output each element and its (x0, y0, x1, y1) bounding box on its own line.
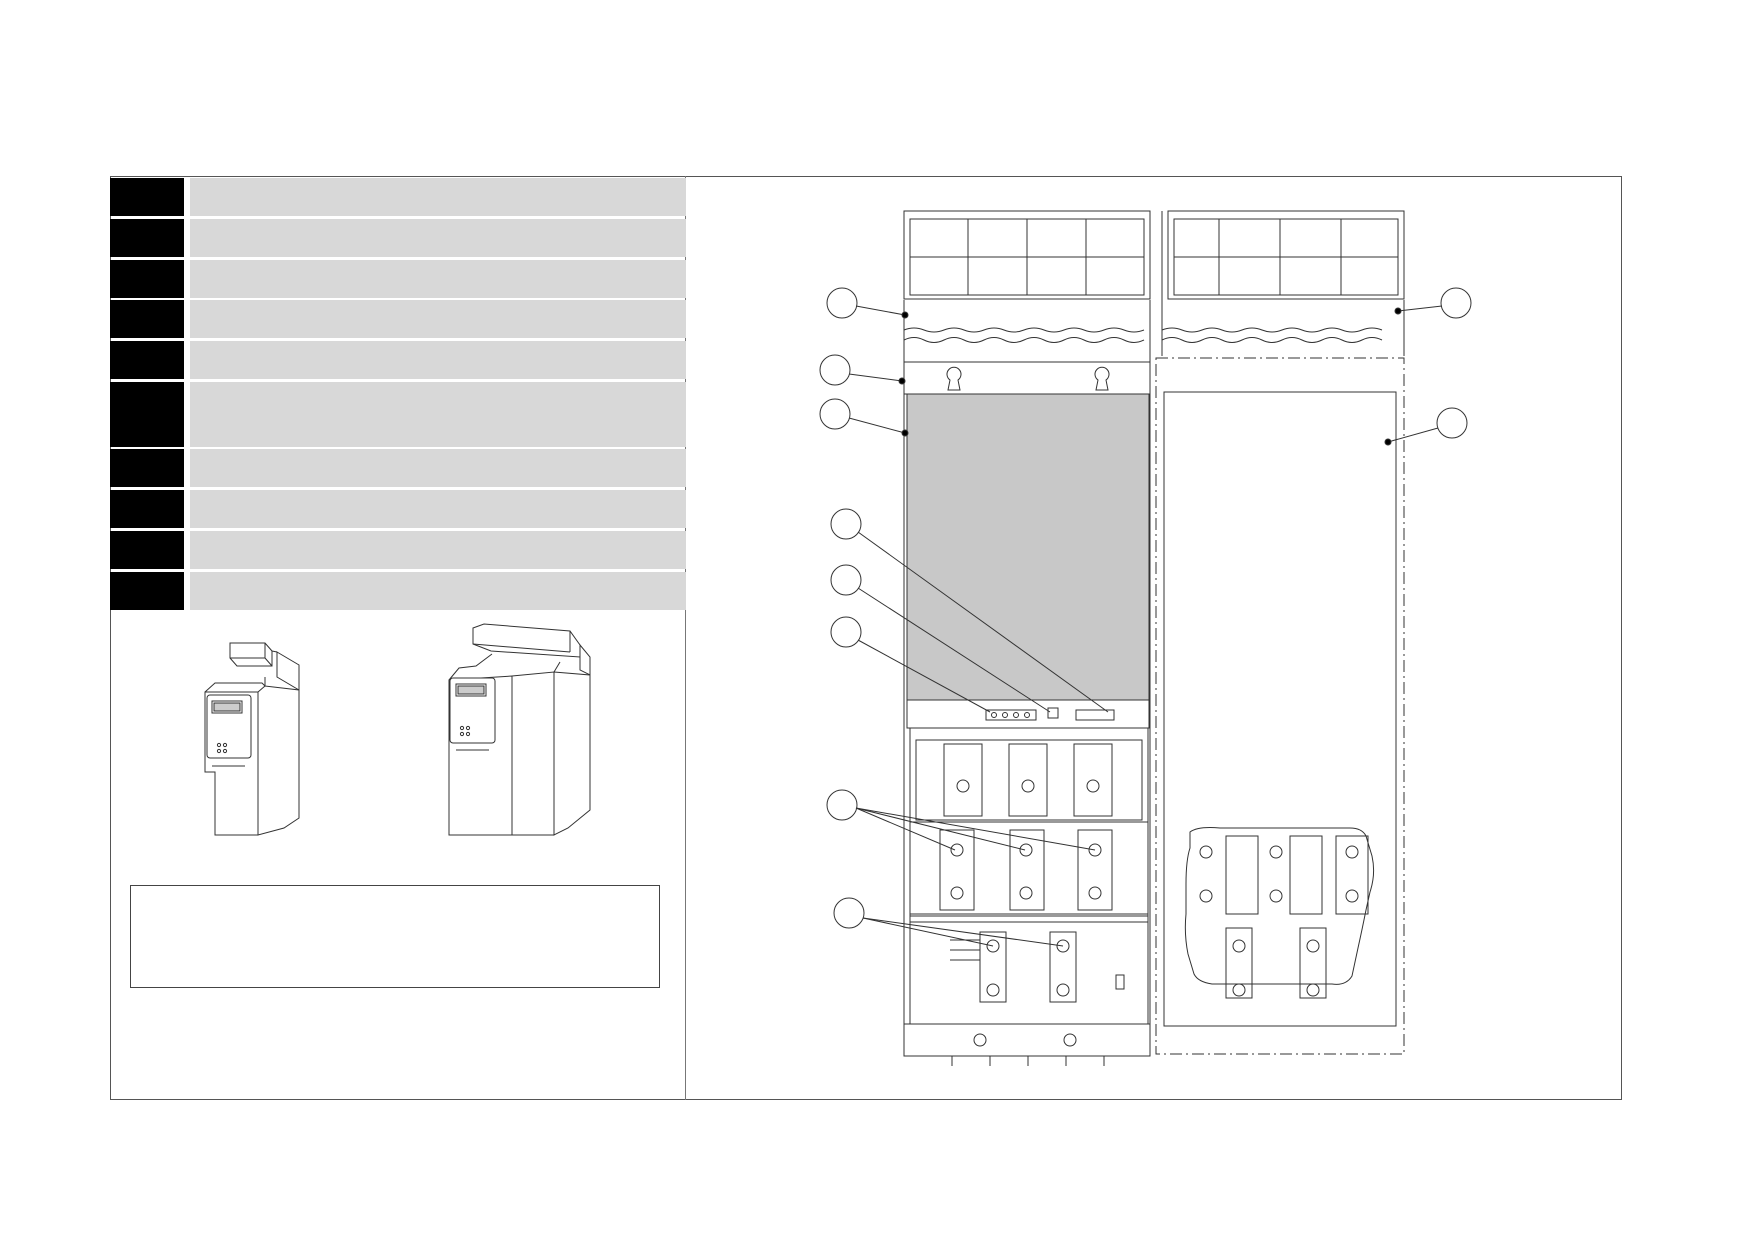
legend-text (190, 382, 686, 447)
legend-num (110, 490, 184, 528)
legend-text (190, 572, 686, 610)
legend-row-3 (110, 260, 686, 298)
legend-text (190, 300, 686, 338)
legend-text (190, 260, 686, 298)
legend-row-1 (110, 178, 686, 216)
cabinet-side-view (1155, 357, 1405, 1055)
legend-num (110, 300, 184, 338)
legend-num (110, 260, 184, 298)
legend-text (190, 341, 686, 379)
legend-row-2 (110, 219, 686, 257)
drive-unit-large-illustration (448, 623, 591, 836)
legend-row-8 (110, 490, 686, 528)
legend-num (110, 341, 184, 379)
drive-unit-small-illustration (204, 642, 300, 836)
legend-text (190, 449, 686, 487)
legend-text (190, 531, 686, 569)
legend-row-9 (110, 531, 686, 569)
legend-row-6 (110, 382, 686, 447)
note-box (130, 885, 660, 988)
legend-text (190, 219, 686, 257)
legend-row-7 (110, 449, 686, 487)
legend-row-5 (110, 341, 686, 379)
legend-text (190, 490, 686, 528)
legend-row-4 (110, 300, 686, 338)
legend-num (110, 178, 184, 216)
legend-num (110, 449, 184, 487)
legend-num (110, 219, 184, 257)
legend-num (110, 531, 184, 569)
cabinet-front-view (903, 210, 1405, 1066)
callout-markers (819, 287, 1472, 947)
legend-num (110, 572, 184, 610)
drawing-frame (110, 176, 1622, 1100)
legend-text (190, 178, 686, 216)
legend-num (110, 382, 184, 447)
legend-row-10 (110, 572, 686, 610)
frame-divider (685, 176, 686, 1100)
